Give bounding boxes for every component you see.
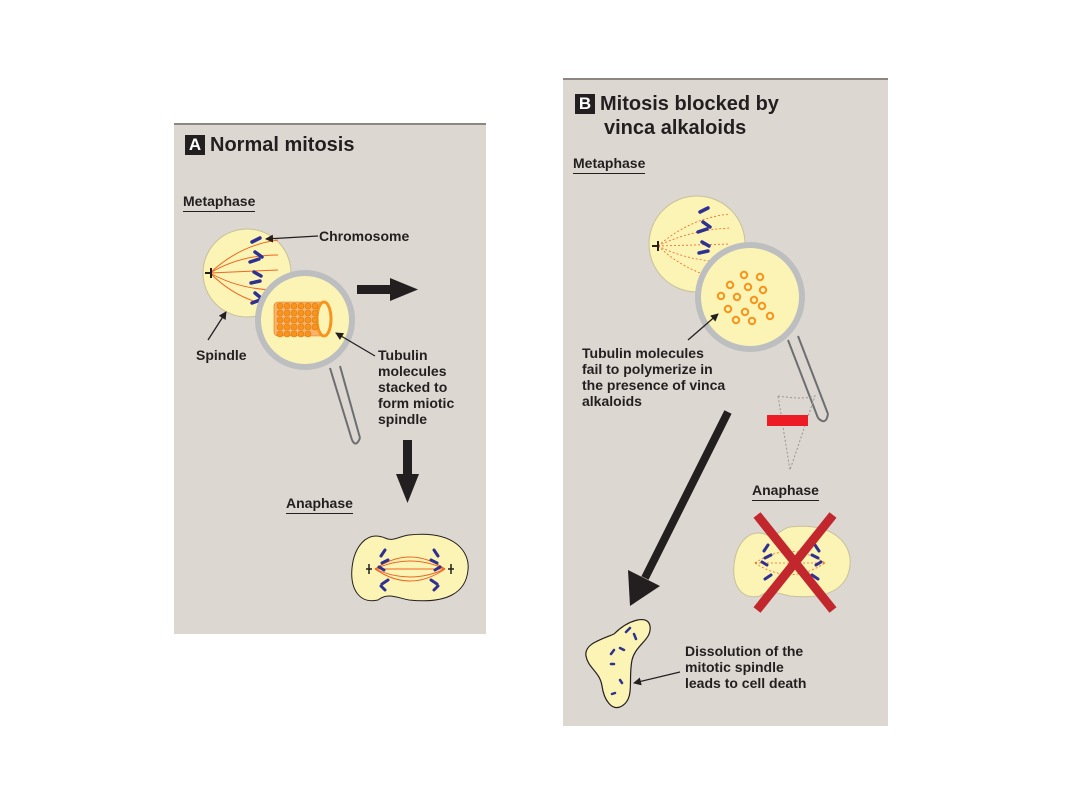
dissolved-cell	[585, 618, 651, 709]
anaphase-label-a: Anaphase	[286, 495, 353, 514]
tubulin-label-a-line: form miotic	[378, 395, 455, 411]
anaphase-label-b: Anaphase	[752, 482, 819, 501]
panel-b-title-line: Mitosis blocked by	[600, 93, 779, 115]
metaphase-label-b: Metaphase	[573, 155, 646, 174]
chromosome-leader	[265, 234, 319, 243]
tubulin-label-a-line: molecules	[378, 363, 447, 379]
blocked-bar	[767, 415, 808, 426]
spindle-label: Spindle	[196, 347, 247, 363]
tubulin-leader-b	[687, 313, 719, 341]
arrow-down-a	[396, 440, 419, 503]
panel-a-title-text: Normal mitosis	[210, 134, 355, 156]
panel-b-title-line: vinca alkaloids	[604, 117, 747, 139]
free-tubulin-molecules	[716, 270, 775, 326]
dissolution-label-line: mitotic spindle	[685, 659, 784, 675]
tubulin-label-b-line: Tubulin molecules	[582, 345, 704, 361]
blocked-cross	[753, 512, 837, 613]
tubulin-label-a: Tubulin molecules stacked to form miotic…	[378, 347, 454, 427]
tubulin-label-a-line: stacked to	[378, 379, 448, 395]
arrow-to-cell-death	[628, 410, 732, 606]
arrow-right-a	[357, 278, 418, 301]
magnifier-b	[695, 242, 829, 423]
magnifier-a	[255, 270, 361, 445]
blocked-progression-ghost	[777, 395, 816, 471]
anaphase-cell-a	[351, 533, 469, 602]
tubulin-cylinder	[273, 300, 333, 338]
dissolution-label-line: leads to cell death	[685, 675, 807, 691]
panel-b-badge: B	[575, 94, 595, 114]
tubulin-label-a-line: Tubulin	[378, 347, 428, 363]
tubulin-leader-a	[335, 332, 376, 357]
chromosomes-a	[248, 236, 264, 305]
panel-b-mitosis-blocked	[563, 78, 888, 726]
tubulin-label-b-line: alkaloids	[582, 393, 642, 409]
tubulin-label-a-line: spindle	[378, 411, 428, 427]
metaphase-label-a: Metaphase	[183, 193, 256, 212]
tubulin-label-b: Tubulin molecules fail to polymerize in …	[582, 345, 725, 409]
tubulin-label-b-line: the presence of vinca	[582, 377, 726, 393]
dissolution-leader	[633, 671, 681, 686]
chromosome-label: Chromosome	[319, 228, 410, 244]
tubulin-label-b-line: fail to polymerize in	[582, 361, 713, 377]
dissolution-label: Dissolution of the mitotic spindle leads…	[685, 643, 806, 691]
panel-a-badge: A	[185, 135, 205, 155]
spindle-leader	[207, 311, 227, 341]
dissolution-label-line: Dissolution of the	[685, 643, 804, 659]
